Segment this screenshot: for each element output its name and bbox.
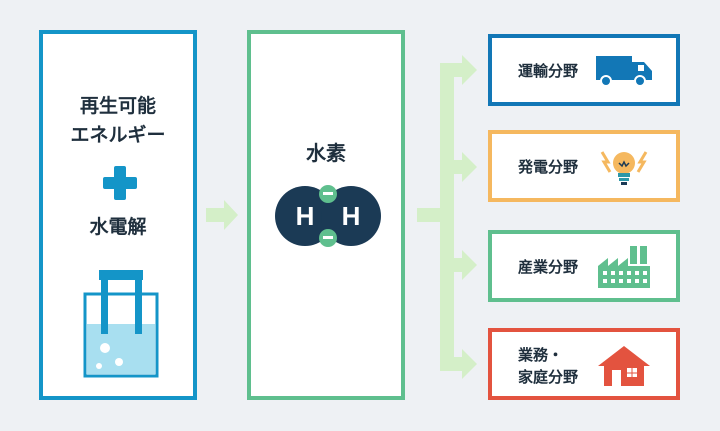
atom-right-label: H bbox=[342, 201, 361, 231]
industry-label: 産業分野 bbox=[518, 258, 579, 276]
target-power: 発電分野 bbox=[488, 130, 680, 202]
household-label-line2: 家庭分野 bbox=[518, 368, 579, 386]
source-label: 再生可能 エネルギー bbox=[43, 92, 193, 150]
electrolysis-label: 水電解 bbox=[89, 216, 147, 238]
arrow-source-to-hydrogen bbox=[206, 200, 238, 230]
hydrogen-molecule-icon: H H bbox=[275, 185, 381, 247]
truck-icon bbox=[596, 56, 652, 87]
arrow-to-transport bbox=[440, 55, 477, 85]
power-label: 発電分野 bbox=[518, 158, 579, 176]
lightbulb-icon bbox=[600, 151, 648, 185]
source-box: 再生可能 エネルギー 水電解 bbox=[39, 30, 197, 400]
hydrogen-title: 水素 bbox=[306, 141, 346, 165]
transport-label: 運輸分野 bbox=[518, 62, 579, 80]
source-line1: 再生可能 bbox=[79, 95, 156, 117]
plus-icon bbox=[103, 166, 137, 200]
arrow-to-industry bbox=[440, 250, 477, 280]
arrow-to-power bbox=[440, 152, 477, 182]
household-label-line1: 業務・ bbox=[518, 346, 564, 364]
target-transport: 運輸分野 bbox=[488, 34, 680, 106]
target-industry: 産業分野 bbox=[488, 230, 680, 302]
hydrogen-box: 水素 H H bbox=[247, 30, 405, 400]
source-line2: エネルギー bbox=[70, 124, 166, 146]
target-household: 業務・ 家庭分野 bbox=[488, 328, 680, 400]
arrow-to-household bbox=[440, 349, 477, 379]
factory-icon bbox=[598, 246, 650, 288]
arrow-trunk bbox=[417, 208, 447, 222]
beaker-icon bbox=[83, 270, 159, 378]
house-icon bbox=[598, 346, 650, 386]
arrow-vertical-branch bbox=[440, 70, 454, 364]
household-label: 業務・ 家庭分野 bbox=[518, 344, 578, 388]
atom-left-label: H bbox=[296, 201, 315, 231]
